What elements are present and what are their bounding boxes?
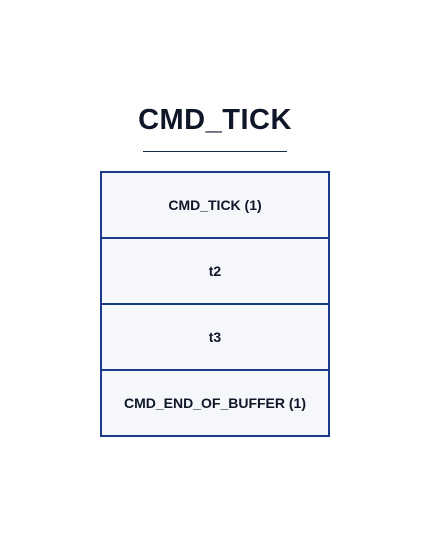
buffer-cell-t2: t2 xyxy=(102,237,328,303)
buffer-cell-cmd-end-of-buffer: CMD_END_OF_BUFFER (1) xyxy=(102,369,328,435)
buffer-stack: CMD_TICK (1) t2 t3 CMD_END_OF_BUFFER (1) xyxy=(100,171,330,437)
diagram-title: CMD_TICK xyxy=(138,104,292,136)
buffer-cell-cmd-tick: CMD_TICK (1) xyxy=(168,197,262,213)
title-underline xyxy=(143,151,287,152)
buffer-cell-t3: t3 xyxy=(102,303,328,369)
